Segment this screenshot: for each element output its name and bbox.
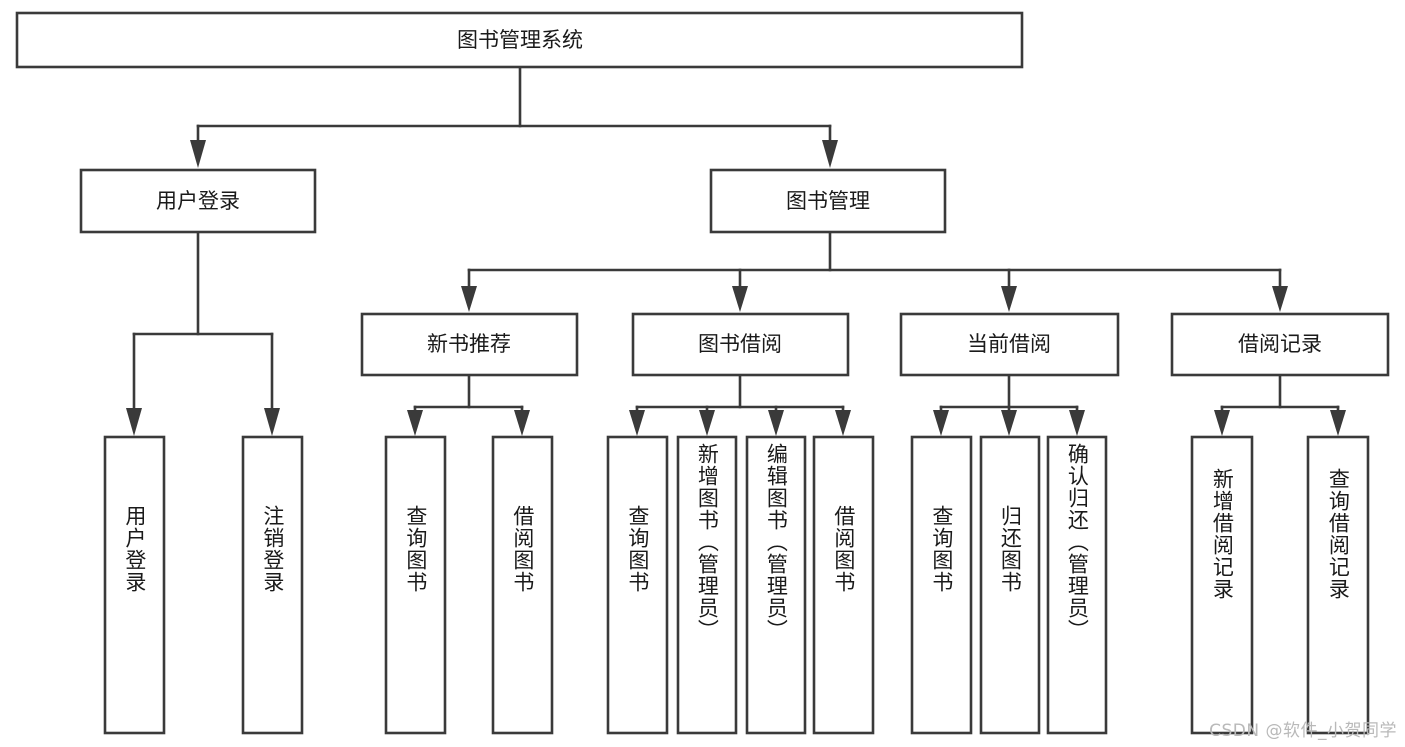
arrow-to-leaf-logout — [264, 408, 280, 436]
nodes-layer: 图书管理系统 用户登录 图书管理 新书推荐 图书借阅 当前 — [15, 11, 1390, 735]
leaf-box-confirm-return[interactable] — [1046, 435, 1108, 735]
node-new-book-recommend-box[interactable] — [360, 312, 579, 377]
node-user-login-label: 用户登录 — [156, 189, 240, 213]
leaf-box-query-book-cb[interactable] — [910, 435, 973, 735]
node-book-borrow-box[interactable] — [631, 312, 850, 377]
leaf-box-add-record[interactable] — [1190, 435, 1254, 735]
node-root[interactable]: 图书管理系统 — [15, 11, 1024, 69]
leaf-box-add-book[interactable] — [676, 435, 738, 735]
arrow-to-book-manage — [822, 140, 838, 168]
arrow-to-current-borrow — [1001, 286, 1017, 312]
arrow-to-leaf-borrow-book-bb — [835, 410, 851, 436]
arrow-to-new-book-recommend — [461, 286, 477, 312]
leaf-box-borrow-book-nb[interactable] — [491, 435, 554, 735]
arrow-to-leaf-add-book — [699, 410, 715, 436]
node-root-label: 图书管理系统 — [457, 28, 583, 52]
node-book-manage[interactable]: 图书管理 — [709, 168, 947, 234]
arrow-to-leaf-edit-book — [768, 410, 784, 436]
arrow-to-borrow-record — [1272, 286, 1288, 312]
node-root-box[interactable] — [15, 11, 1024, 69]
node-book-manage-box[interactable] — [709, 168, 947, 234]
arrow-to-leaf-query-book-nb — [407, 410, 423, 436]
arrow-to-user-login — [190, 140, 206, 168]
leaf-box-query-record[interactable] — [1306, 435, 1370, 735]
watermark-text: CSDN @软件_小贺同学 — [1209, 721, 1397, 741]
node-book-manage-label: 图书管理 — [786, 189, 870, 213]
arrow-to-leaf-return-book — [1001, 410, 1017, 436]
arrow-to-leaf-query-book-cb — [933, 410, 949, 436]
leaf-box-logout[interactable] — [241, 435, 304, 735]
arrow-to-leaf-confirm-return — [1069, 410, 1085, 436]
leaf-box-user-login[interactable] — [103, 435, 166, 735]
arrow-to-leaf-query-record — [1330, 410, 1346, 436]
leaf-box-edit-book[interactable] — [745, 435, 807, 735]
leaf-box-query-book-bb[interactable] — [606, 435, 669, 735]
arrow-to-leaf-add-record — [1214, 410, 1230, 436]
leaf-box-return-book[interactable] — [979, 435, 1041, 735]
node-borrow-record-label: 借阅记录 — [1238, 332, 1322, 356]
node-book-borrow-label: 图书借阅 — [698, 332, 782, 356]
node-book-borrow[interactable]: 图书借阅 — [631, 312, 850, 377]
node-current-borrow[interactable]: 当前借阅 — [899, 312, 1120, 377]
arrow-to-leaf-user-login — [126, 408, 142, 436]
arrow-to-book-borrow — [732, 286, 748, 312]
node-user-login-box[interactable] — [79, 168, 317, 234]
leaf-boxes-layer — [103, 435, 1370, 735]
leaf-box-query-book-nb[interactable] — [384, 435, 447, 735]
node-current-borrow-label: 当前借阅 — [967, 332, 1051, 356]
node-new-book-recommend[interactable]: 新书推荐 — [360, 312, 579, 377]
edges-layer — [126, 65, 1346, 436]
node-current-borrow-box[interactable] — [899, 312, 1120, 377]
leaf-box-borrow-book-bb[interactable] — [812, 435, 875, 735]
node-borrow-record[interactable]: 借阅记录 — [1170, 312, 1390, 377]
node-new-book-recommend-label: 新书推荐 — [427, 332, 511, 356]
arrow-to-leaf-query-book-bb — [629, 410, 645, 436]
node-borrow-record-box[interactable] — [1170, 312, 1390, 377]
arrow-to-leaf-borrow-book-nb — [514, 410, 530, 436]
node-user-login[interactable]: 用户登录 — [79, 168, 317, 234]
